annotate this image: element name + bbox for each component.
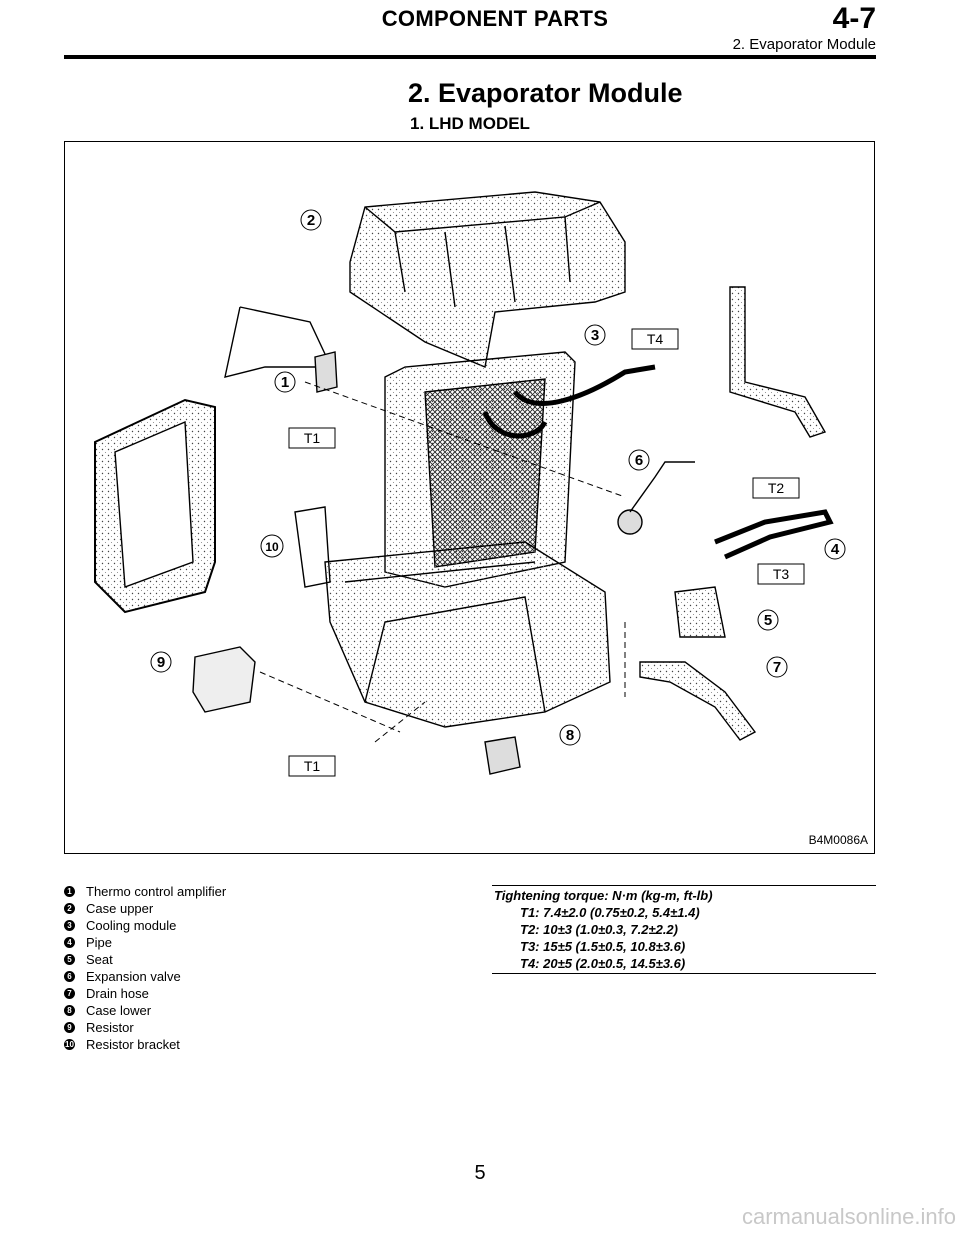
callouts: 2 1 3 6 10 4 5 7 9 8 bbox=[150, 209, 846, 746]
callout-2: 2 bbox=[300, 209, 322, 231]
amplifier-shape bbox=[314, 351, 338, 393]
legend-number: 10 bbox=[64, 1039, 75, 1050]
tag-t2-label: T2 bbox=[768, 480, 785, 496]
callout-9: 9 bbox=[150, 651, 172, 673]
legend-number: 1 bbox=[64, 886, 75, 897]
tag-t1-upper-label: T1 bbox=[304, 430, 321, 446]
torque-line-t2: T2: 10±3 (1.0±0.3, 7.2±2.2) bbox=[520, 922, 678, 937]
callout-3: 3 bbox=[584, 324, 606, 346]
case-upper-shape bbox=[349, 191, 626, 368]
legend-label: Drain hose bbox=[86, 986, 149, 1001]
legend-label: Cooling module bbox=[86, 918, 177, 933]
legend-item: 6 Expansion valve bbox=[64, 968, 464, 985]
resistor-shape bbox=[192, 646, 256, 713]
seat-shape bbox=[674, 586, 726, 638]
callout-1-label: 1 bbox=[281, 374, 289, 391]
callout-8: 8 bbox=[559, 724, 581, 746]
pipe-shape bbox=[714, 509, 834, 560]
torque-line-t1: T1: 7.4±2.0 (0.75±0.2, 5.4±1.4) bbox=[520, 905, 700, 920]
legend-item: 1 Thermo control amplifier bbox=[64, 883, 464, 900]
tag-t1-lower: T1 bbox=[288, 755, 336, 777]
legend-number: 6 bbox=[64, 971, 75, 982]
diagram-drawing: 2 1 3 6 10 4 5 7 9 8 T4 T1 T2 T3 T1 bbox=[94, 191, 846, 777]
watermark: carmanualsonline.info bbox=[741, 1204, 956, 1229]
legend-label: Expansion valve bbox=[86, 969, 181, 984]
callout-2-label: 2 bbox=[307, 212, 315, 229]
legend-label: Resistor bbox=[86, 1020, 134, 1035]
tag-t3: T3 bbox=[757, 563, 805, 585]
callout-4-label: 4 bbox=[831, 541, 840, 558]
tag-t4-label: T4 bbox=[647, 331, 664, 347]
legend-number: 3 bbox=[64, 920, 75, 931]
legend-label: Resistor bracket bbox=[86, 1037, 180, 1052]
tag-t3-label: T3 bbox=[773, 566, 790, 582]
legend-number: 2 bbox=[64, 903, 75, 914]
exploded-diagram: 2 1 3 6 10 4 5 7 9 8 T4 T1 T2 T3 T1 B4M0… bbox=[64, 141, 875, 854]
bracket-shape bbox=[294, 506, 331, 588]
legend-number: 4 bbox=[64, 937, 75, 948]
callout-10: 10 bbox=[260, 534, 284, 558]
callout-9-label: 9 bbox=[157, 654, 165, 671]
callout-7: 7 bbox=[766, 656, 788, 678]
page-number: 5 bbox=[474, 1162, 486, 1184]
callout-5: 5 bbox=[757, 609, 779, 631]
page-subtitle: 1. LHD MODEL bbox=[410, 114, 530, 133]
callout-1: 1 bbox=[274, 371, 296, 393]
legend-item: 3 Cooling module bbox=[64, 917, 464, 934]
page-title: 2. Evaporator Module bbox=[408, 78, 683, 108]
legend-item: 9 Resistor bbox=[64, 1019, 464, 1036]
callout-4: 4 bbox=[824, 538, 846, 560]
tag-t1-upper: T1 bbox=[288, 427, 336, 449]
legend-label: Pipe bbox=[86, 935, 113, 950]
legend-number: 5 bbox=[64, 954, 75, 965]
torque-line-t4: T4: 20±5 (2.0±0.5, 14.5±3.6) bbox=[520, 956, 686, 971]
legend-item: 4 Pipe bbox=[64, 934, 464, 951]
tag-t2: T2 bbox=[752, 477, 800, 499]
header-subsection: 2. Evaporator Module bbox=[732, 36, 876, 53]
callout-5-label: 5 bbox=[764, 612, 772, 629]
legend-label: Seat bbox=[86, 952, 113, 967]
torque-line-t3: T3: 15±5 (1.5±0.5, 10.8±3.6) bbox=[520, 939, 686, 954]
tag-t1-lower-label: T1 bbox=[304, 758, 321, 774]
torque-tags: T4 T1 T2 T3 T1 bbox=[288, 328, 805, 777]
legend-number: 8 bbox=[64, 1005, 75, 1016]
drain-hose-shape bbox=[639, 661, 757, 741]
header-section-title: COMPONENT PARTS bbox=[381, 6, 609, 31]
legend-label: Thermo control amplifier bbox=[86, 884, 227, 899]
callout-8-label: 8 bbox=[566, 727, 574, 744]
legend-item: 8 Case lower bbox=[64, 1002, 464, 1019]
legend-item: 7 Drain hose bbox=[64, 985, 464, 1002]
torque-spec-box: Tightening torque: N·m (kg-m, ft-lb) T1:… bbox=[492, 885, 876, 974]
legend-label: Case lower bbox=[86, 1003, 152, 1018]
legend-number: 9 bbox=[64, 1022, 75, 1033]
legend-number: 7 bbox=[64, 988, 75, 999]
legend-label: Case upper bbox=[86, 901, 154, 916]
legend-item: 10 Resistor bracket bbox=[64, 1036, 464, 1053]
legend-item: 5 Seat bbox=[64, 951, 464, 968]
callout-6: 6 bbox=[628, 449, 650, 471]
torque-heading: Tightening torque: N·m (kg-m, ft-lb) bbox=[494, 888, 713, 903]
drain-hose-top-shape bbox=[729, 286, 827, 438]
header-rule bbox=[64, 55, 876, 59]
callout-3-label: 3 bbox=[591, 327, 599, 344]
figure-code: B4M0086A bbox=[808, 833, 868, 847]
callout-7-label: 7 bbox=[773, 659, 781, 676]
callout-6-label: 6 bbox=[635, 452, 643, 469]
header-section-number: 4-7 bbox=[832, 2, 876, 35]
callout-10-label: 10 bbox=[265, 540, 279, 554]
legend-item: 2 Case upper bbox=[64, 900, 464, 917]
tag-t4: T4 bbox=[631, 328, 679, 350]
